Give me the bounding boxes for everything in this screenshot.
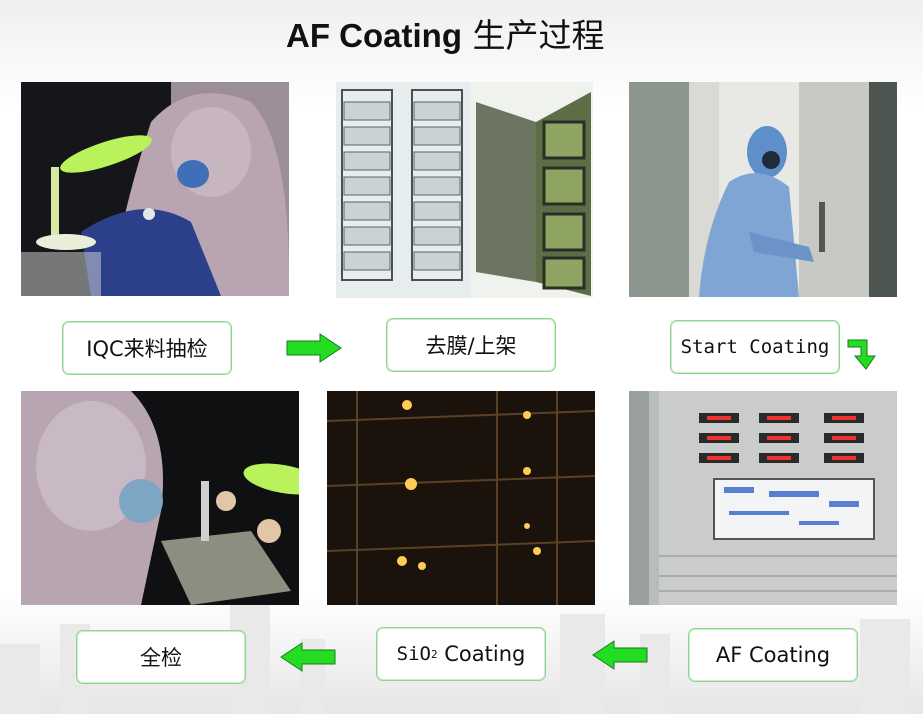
arrow-left-icon-1 <box>592 640 648 670</box>
arrow-down-turn-icon <box>847 339 876 370</box>
step-film-removal: 去膜/上架 <box>386 318 556 372</box>
step-iqc-label: IQC来料抽检 <box>86 337 208 361</box>
page-title: AF Coating 生产过程 <box>286 16 605 55</box>
step-af-coating: AF Coating <box>688 628 858 682</box>
photo-sio2-chamber <box>327 391 595 605</box>
step-final-inspection: 全检 <box>76 630 246 684</box>
step-start-coating: Start Coating <box>670 320 840 374</box>
step-sio2-subscript: 2 <box>430 647 438 661</box>
arrow-right-icon <box>286 333 342 363</box>
step-start-label: Start Coating <box>680 336 830 358</box>
arrow-left-icon-2 <box>280 642 336 672</box>
photo-iqc-inspection <box>21 82 289 296</box>
photo-start-coating <box>629 82 897 297</box>
photo-racks <box>336 82 593 298</box>
photo-final-inspection <box>21 391 299 605</box>
step-iqc-inspection: IQC来料抽检 <box>62 321 232 375</box>
step-sio2-suffix: Coating <box>437 642 526 666</box>
step-final-label: 全检 <box>140 646 182 670</box>
step-sio2-prefix: SiO <box>396 643 431 665</box>
step-film-label: 去膜/上架 <box>425 334 517 358</box>
step-af-label: AF Coating <box>715 643 831 667</box>
photo-af-control-panel <box>629 391 897 605</box>
